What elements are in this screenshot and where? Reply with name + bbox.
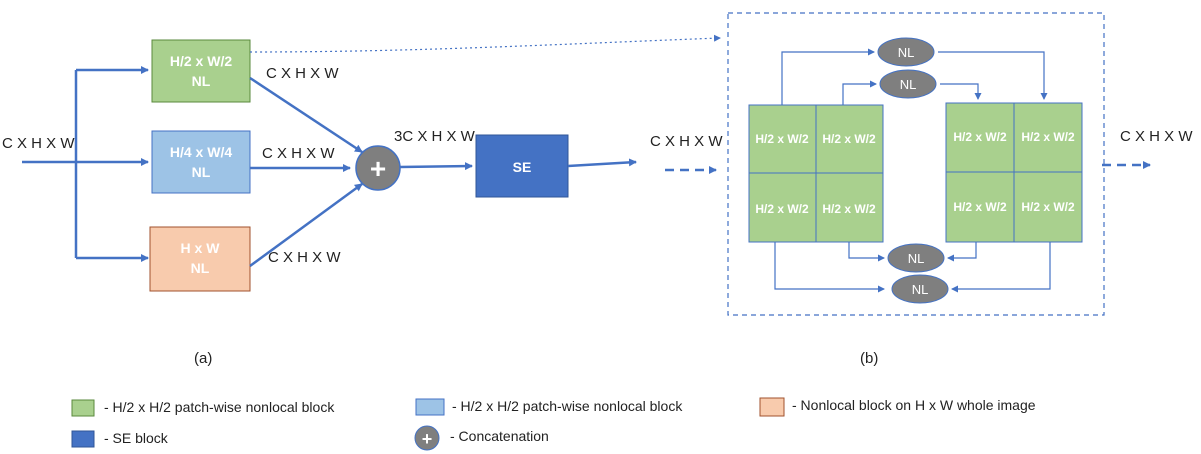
right-patch-bl-label: H/2 x W/2 [953,200,1007,214]
legend-swatch-se [71,430,95,448]
right-patch-grid: H/2 x W/2 H/2 x W/2 H/2 x W/2 H/2 x W/2 [945,102,1083,243]
nl-box-half [151,39,251,103]
left-patch-tl-label: H/2 x W/2 [755,132,809,146]
concat-to-se-arrow [399,162,473,171]
nl-node-top-1-label: NL [898,45,915,60]
se-output-arrow [567,158,637,168]
patch-connector-lines [774,48,1051,293]
panel-b-input-dim-label: C X H X W [650,133,723,150]
left-patch-tl [748,104,817,174]
legend: - H/2 x H/2 patch-wise nonlocal block - … [71,397,1036,451]
bottom-branch-dim-label: C X H X W [268,249,341,266]
concat-out-dim-label: 3C X H X W [394,128,476,145]
nl-node-top-2 [879,69,937,99]
right-patch-tl-label: H/2 x W/2 [953,130,1007,144]
left-patch-bl-label: H/2 x W/2 [755,202,809,216]
right-patch-tl [945,102,1015,173]
nl-node-bottom-1-label: NL [908,251,925,266]
zoom-connector [249,34,721,53]
nl-node-top-1 [877,37,935,67]
nl-box-half-dims: H/2 x W/2 [170,53,232,69]
input-branch-lines [22,66,149,262]
nl-box-quarter [151,130,251,194]
legend-peach-text: - Nonlocal block on H x W whole image [792,397,1036,413]
left-patch-grid: H/2 x W/2 H/2 x W/2 H/2 x W/2 H/2 x W/2 [748,104,884,243]
left-patch-br [815,172,884,243]
nl-node-bottom-1 [887,243,945,273]
nl-node-top-2-label: NL [900,77,917,92]
panel-b-output-dim-label: C X H X W [1120,128,1193,145]
right-patch-tr [1013,102,1083,173]
concat-node [355,145,401,191]
mid-branch-dim-label: C X H X W [262,145,335,162]
concat-plus-icon: + [370,153,386,184]
nl-box-quarter-dims: H/4 x W/4 [170,144,232,160]
right-patch-br-label: H/2 x W/2 [1021,200,1075,214]
nl-box-quarter-label: NL [192,164,211,180]
nl-box-whole-dims: H x W [181,240,221,256]
legend-blue-text: - H/2 x H/2 patch-wise nonlocal block [452,398,683,414]
concat-input-arrows [249,76,363,268]
caption-b: (b) [860,350,878,367]
legend-concat-node [414,425,440,451]
nl-box-half-label: NL [192,73,211,89]
panel-a: C X H X W H/2 x W/2 NL H/4 x W/4 NL H x … [2,39,637,367]
legend-swatch-peach [759,397,785,417]
left-patch-bl [748,172,817,243]
legend-se-text: - SE block [104,430,169,446]
nl-box-whole-label: NL [191,260,210,276]
left-patch-br-label: H/2 x W/2 [822,202,876,216]
panel-b: C X H X W H/2 x W/2 H/2 x W/2 H/2 x W/2 … [650,12,1193,367]
legend-swatch-blue [415,398,445,416]
se-label: SE [513,159,532,175]
legend-swatch-green [71,399,95,417]
nl-node-bottom-2-label: NL [912,282,929,297]
right-patch-br [1013,171,1083,243]
legend-concat-text: - Concatenation [450,428,549,444]
nl-box-whole [149,226,251,292]
legend-green-text: - H/2 x H/2 patch-wise nonlocal block [104,399,335,415]
left-patch-tr-label: H/2 x W/2 [822,132,876,146]
caption-a: (a) [194,350,212,367]
input-dim-label: C X H X W [2,135,75,152]
left-patch-tr [815,104,884,174]
top-branch-dim-label: C X H X W [266,65,339,82]
legend-plus-icon: + [422,429,433,449]
right-patch-tr-label: H/2 x W/2 [1021,130,1075,144]
nl-node-bottom-2 [891,274,949,304]
